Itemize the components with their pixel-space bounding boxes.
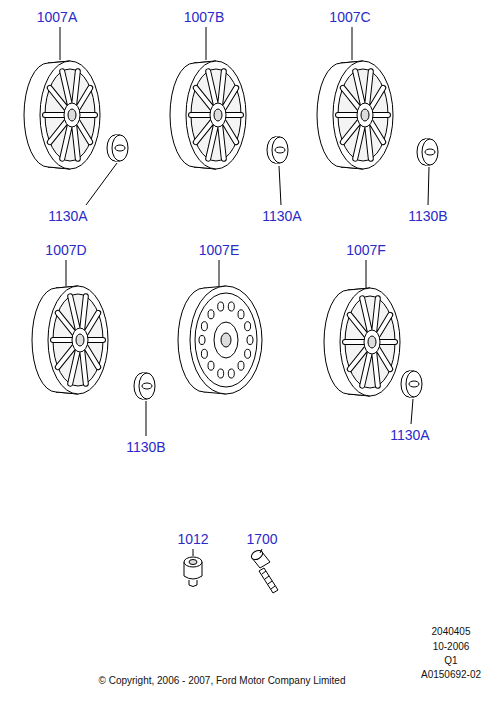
callout-number: 1130B <box>408 208 447 224</box>
callout-number: 1130A <box>262 208 301 224</box>
wheel-nut <box>184 557 202 587</box>
wheel-1007a <box>24 61 100 169</box>
callout-number: 1007D <box>45 242 86 258</box>
wheel-1007d <box>32 286 108 394</box>
callout-number: 1007F <box>346 242 386 258</box>
drawing-note: 2040405 <box>432 626 471 638</box>
drawing-note: © Copyright, 2006 - 2007, Ford Motor Com… <box>99 675 346 687</box>
drawing-note: A0150692-02 <box>421 669 481 681</box>
callout-number: 1007A <box>37 9 77 25</box>
callout-number: 1700 <box>246 531 277 547</box>
center-caps <box>107 135 438 399</box>
wheel-1007e <box>178 286 262 394</box>
callout-number: 1007C <box>329 9 370 25</box>
drawing-note: 10-2006 <box>433 641 470 653</box>
callout-number: 1007E <box>199 242 239 258</box>
drawing-note: Q1 <box>444 655 457 667</box>
callout-number: 1130A <box>390 427 429 443</box>
callout-number: 1130B <box>126 439 165 455</box>
wheel-1007f <box>324 288 400 396</box>
leader-lines <box>60 27 429 556</box>
callout-number: 1012 <box>177 531 208 547</box>
callout-number: 1130A <box>48 208 87 224</box>
wheel-1007b <box>170 61 246 169</box>
wheel-bolt <box>250 549 278 593</box>
wheel-1007c <box>317 61 393 169</box>
callout-number: 1007B <box>184 9 224 25</box>
